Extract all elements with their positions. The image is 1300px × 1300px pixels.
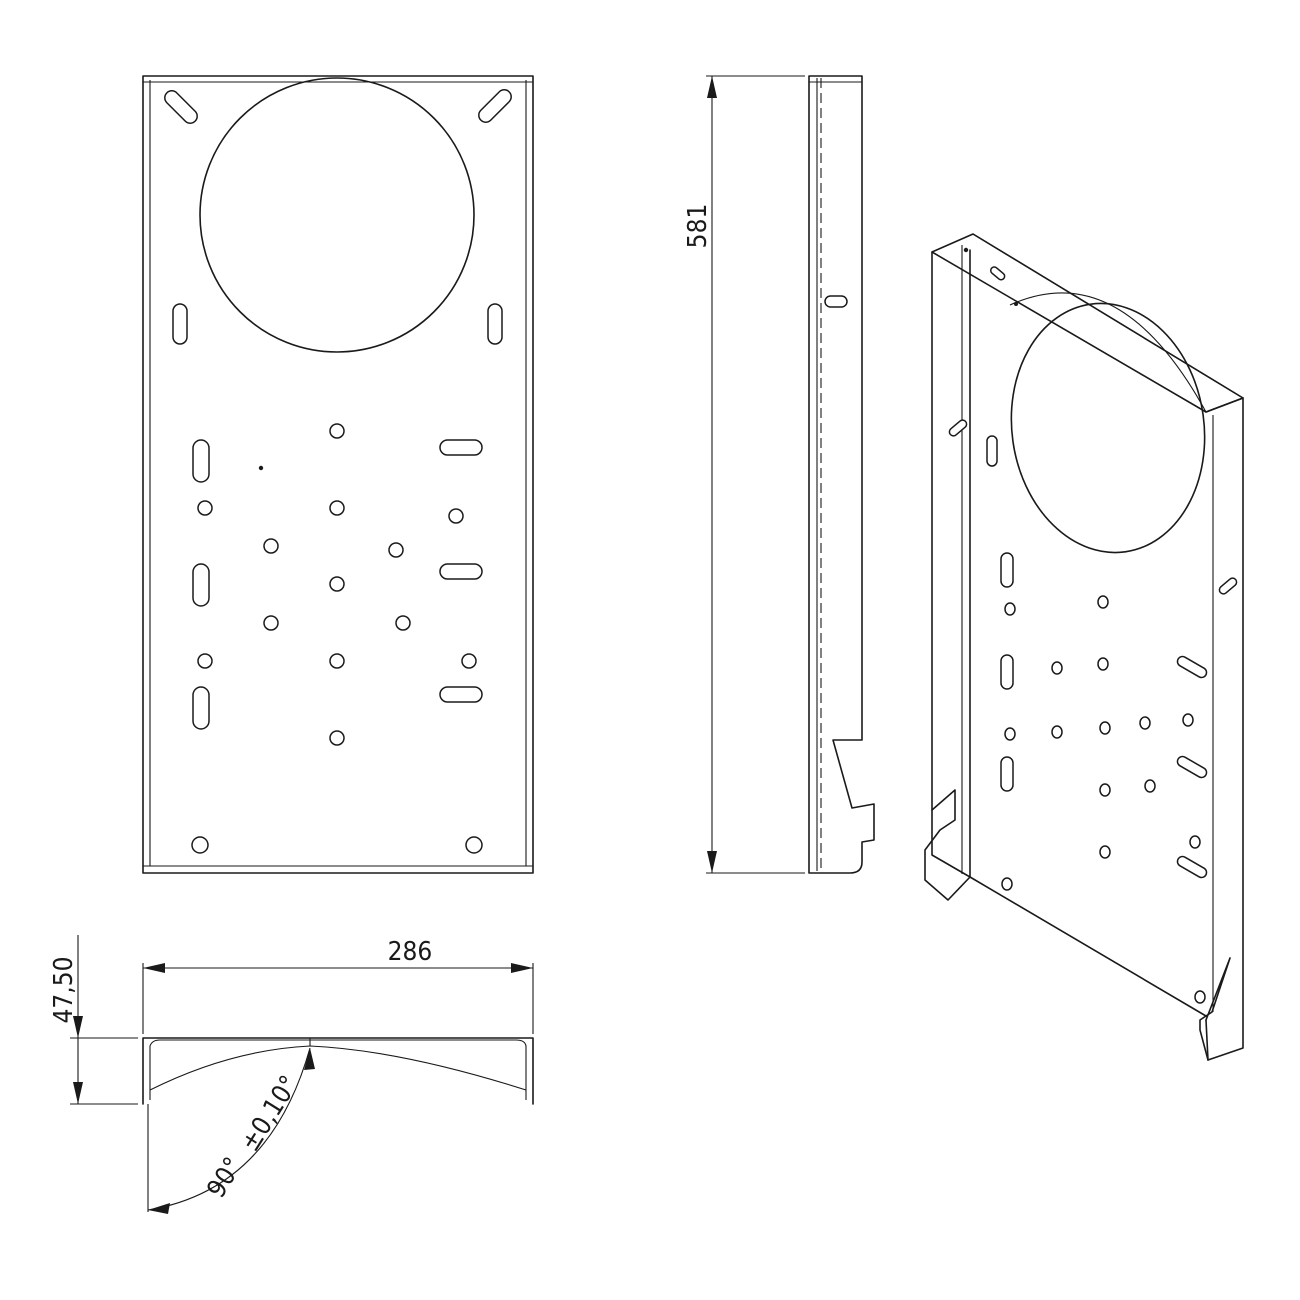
iso-right-flange — [1205, 397, 1244, 1061]
round-hole — [1051, 661, 1063, 675]
round-hole — [329, 576, 345, 592]
iso-bottom-edge — [969, 876, 1207, 1017]
depth-dimension-label: 47,50 — [49, 957, 79, 1024]
arrow-up — [707, 76, 717, 98]
arrow-angle-start — [148, 1203, 170, 1214]
round-hole — [1099, 783, 1111, 797]
arrow-left — [143, 963, 165, 973]
iso-slot-hole — [989, 266, 1006, 281]
iso-slot-hole — [986, 435, 998, 467]
slot-hole-top-left — [164, 90, 198, 124]
section-outline — [142, 1037, 534, 1105]
round-hole — [1099, 721, 1111, 735]
section-view: 286 47,50 90° ±0,10° — [49, 935, 534, 1214]
isometric-view — [924, 233, 1244, 1061]
slot-hole-top-right — [478, 89, 512, 123]
angle-label: 90° — [202, 1152, 249, 1203]
round-hole — [329, 653, 345, 669]
round-hole — [1194, 990, 1206, 1004]
arrow-right — [511, 963, 533, 973]
slot-hole-right-2 — [439, 563, 483, 580]
round-hole — [1097, 595, 1109, 609]
iso-cutout-edge — [1009, 292, 1207, 413]
iso-top-back-edge — [972, 233, 1244, 399]
width-dimension-label: 286 — [388, 937, 433, 967]
iso-slot-hole — [1218, 577, 1238, 595]
tolerance-label: ±0,10° — [235, 1070, 305, 1157]
slot-hole-left-2 — [192, 563, 210, 607]
round-hole — [191, 836, 209, 854]
round-hole — [1099, 845, 1111, 859]
iso-slot-hole — [1000, 654, 1014, 690]
slot-hole-right — [487, 303, 503, 345]
iso-center-mark — [963, 247, 969, 253]
iso-slot-hole — [1176, 755, 1208, 779]
round-hole — [1139, 716, 1151, 730]
center-mark — [258, 465, 264, 471]
round-hole — [263, 538, 279, 554]
section-arc — [149, 1045, 527, 1091]
front-view-outline — [142, 75, 534, 874]
round-hole — [1001, 877, 1013, 891]
front-view — [142, 75, 534, 874]
iso-center-mark — [1014, 302, 1018, 306]
section-inner-outline — [149, 1039, 527, 1100]
round-hole — [1051, 725, 1063, 739]
side-slot-hole — [824, 295, 848, 308]
round-hole — [263, 615, 279, 631]
iso-slot-hole — [948, 419, 968, 437]
round-hole — [1004, 602, 1016, 616]
slot-hole-right-1 — [439, 439, 483, 456]
round-hole — [329, 423, 345, 439]
iso-circular-cutout — [1010, 302, 1206, 554]
arrow-down — [73, 1016, 83, 1038]
side-view-outline — [808, 75, 875, 874]
arrow-up — [73, 1082, 83, 1104]
height-dimension-label: 581 — [683, 204, 713, 249]
round-holes — [191, 423, 483, 854]
round-hole — [448, 508, 464, 524]
round-hole — [1189, 835, 1201, 849]
iso-left-flange — [931, 249, 971, 878]
round-hole — [1144, 779, 1156, 793]
large-circular-cutout — [199, 77, 475, 353]
iso-hook-right — [1199, 957, 1231, 1061]
iso-slot-hole — [1176, 655, 1208, 679]
iso-round-holes — [1001, 595, 1206, 1004]
round-hole — [197, 653, 213, 669]
slot-hole-right-3 — [439, 686, 483, 703]
slot-hole-left — [172, 303, 188, 345]
round-hole — [465, 836, 483, 854]
round-hole — [461, 653, 477, 669]
iso-slot-hole — [1176, 855, 1208, 879]
iso-slot-hole — [1000, 756, 1014, 792]
round-hole — [1097, 657, 1109, 671]
round-hole — [388, 542, 404, 558]
arrow-down — [707, 851, 717, 873]
iso-hook-left — [924, 789, 971, 901]
arrow-angle-end — [304, 1048, 315, 1070]
slot-hole-left-3 — [192, 686, 210, 730]
iso-slot-hole — [1000, 552, 1014, 588]
round-hole — [329, 500, 345, 516]
slot-hole-left-1 — [192, 439, 210, 483]
angle-arc — [147, 1047, 311, 1211]
round-hole — [1182, 713, 1194, 727]
round-hole — [395, 615, 411, 631]
round-hole — [1004, 727, 1016, 741]
side-view: 581 — [683, 75, 875, 874]
round-hole — [197, 500, 213, 516]
round-hole — [329, 730, 345, 746]
